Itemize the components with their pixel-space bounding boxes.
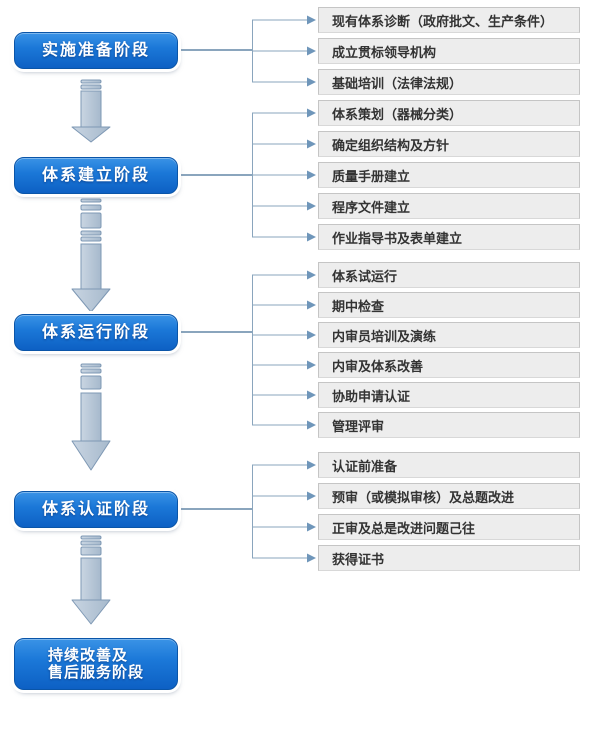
stage-label: 实施准备阶段 (41, 40, 150, 59)
stage-box-5: 持续改善及 售后服务阶段 (14, 638, 178, 690)
step-item-label: 认证前准备 (332, 459, 398, 475)
right-arrow-icon (307, 232, 316, 242)
step-item: 作业指导书及表单建立 (318, 224, 580, 250)
stage-box-2: 体系建立阶段 (14, 156, 178, 194)
down-arrow-dash (80, 363, 102, 368)
down-arrow-dash (80, 535, 102, 540)
right-arrow-icon (307, 553, 316, 563)
step-item: 获得证书 (318, 545, 580, 571)
right-arrow-icon (307, 491, 316, 501)
step-item-label: 内审员培训及演练 (332, 329, 437, 345)
step-item: 期中检查 (318, 292, 580, 318)
step-item-label: 基础培训（法律法规） (332, 76, 463, 92)
down-arrow-dash (80, 546, 102, 556)
step-item: 协助申请认证 (318, 382, 580, 408)
step-item: 成立贯标领导机构 (318, 38, 580, 64)
step-item: 现有体系诊断（政府批文、生产条件） (318, 7, 580, 33)
down-arrow-dash (80, 375, 102, 390)
stage-box-1: 实施准备阶段 (14, 31, 178, 69)
step-item: 体系策划（器械分类） (318, 100, 580, 126)
down-arrow-shaft (80, 392, 102, 442)
right-arrow-icon (307, 170, 316, 180)
down-arrow-dash (80, 204, 102, 211)
step-item: 内审及体系改善 (318, 352, 580, 378)
down-arrow-dash (80, 368, 102, 374)
step-item-label: 正审及总是改进问题己往 (332, 521, 476, 537)
step-item: 基础培训（法律法规） (318, 69, 580, 95)
right-arrow-icon (307, 460, 316, 470)
right-arrow-icon (307, 270, 316, 280)
down-arrow-shaft (80, 90, 102, 128)
right-arrow-icon (307, 360, 316, 370)
step-item: 预审（或模拟审核）及总题改进 (318, 483, 580, 509)
step-item-label: 预审（或模拟审核）及总题改进 (332, 490, 515, 506)
down-arrow-shaft (80, 243, 102, 290)
down-arrow-dash (80, 236, 102, 242)
down-arrow-head-icon (71, 126, 111, 143)
down-arrow-dash (80, 212, 102, 229)
down-arrow-head-icon (71, 288, 111, 313)
right-arrow-icon (307, 330, 316, 340)
step-item-label: 作业指导书及表单建立 (332, 231, 463, 247)
down-arrow-dash (80, 198, 102, 203)
stage-box-4: 体系认证阶段 (14, 490, 178, 528)
step-item-label: 体系策划（器械分类） (332, 107, 463, 123)
step-item-label: 期中检查 (332, 299, 385, 315)
step-item: 体系试运行 (318, 262, 580, 288)
step-item-label: 程序文件建立 (332, 200, 411, 216)
step-item-label: 内审及体系改善 (332, 359, 424, 375)
right-arrow-icon (307, 300, 316, 310)
down-arrow-head-icon (71, 599, 111, 625)
down-arrow-dash (80, 230, 102, 236)
right-arrow-icon (307, 201, 316, 211)
right-arrow-icon (307, 139, 316, 149)
right-arrow-icon (307, 108, 316, 118)
step-item: 确定组织结构及方针 (318, 131, 580, 157)
step-item-label: 现有体系诊断（政府批文、生产条件） (332, 14, 554, 30)
down-arrow-shaft (80, 557, 102, 601)
step-item-label: 协助申请认证 (332, 389, 411, 405)
step-item: 正审及总是改进问题己往 (318, 514, 580, 540)
step-item-label: 质量手册建立 (332, 169, 411, 185)
right-arrow-icon (307, 15, 316, 25)
stage-label: 体系建立阶段 (41, 165, 150, 184)
step-item-label: 成立贯标领导机构 (332, 45, 437, 61)
right-arrow-icon (307, 46, 316, 56)
step-item-label: 体系试运行 (332, 269, 398, 285)
step-item: 质量手册建立 (318, 162, 580, 188)
step-item: 管理评审 (318, 412, 580, 438)
step-item-label: 管理评审 (332, 419, 385, 435)
stage-label: 持续改善及 售后服务阶段 (47, 646, 144, 681)
stage-box-3: 体系运行阶段 (14, 313, 178, 351)
right-arrow-icon (307, 77, 316, 87)
stage-label: 体系认证阶段 (41, 499, 150, 518)
right-arrow-icon (307, 390, 316, 400)
step-item-label: 获得证书 (332, 552, 385, 568)
down-arrow-dash (80, 79, 102, 84)
down-arrow-dash (80, 540, 102, 546)
right-arrow-icon (307, 420, 316, 430)
stage-label: 体系运行阶段 (41, 322, 150, 341)
step-item: 认证前准备 (318, 452, 580, 478)
down-arrow-head-icon (71, 440, 111, 471)
down-arrow-dash (80, 84, 102, 90)
step-item: 内审员培训及演练 (318, 322, 580, 348)
step-item-label: 确定组织结构及方针 (332, 138, 450, 154)
right-arrow-icon (307, 522, 316, 532)
step-item: 程序文件建立 (318, 193, 580, 219)
